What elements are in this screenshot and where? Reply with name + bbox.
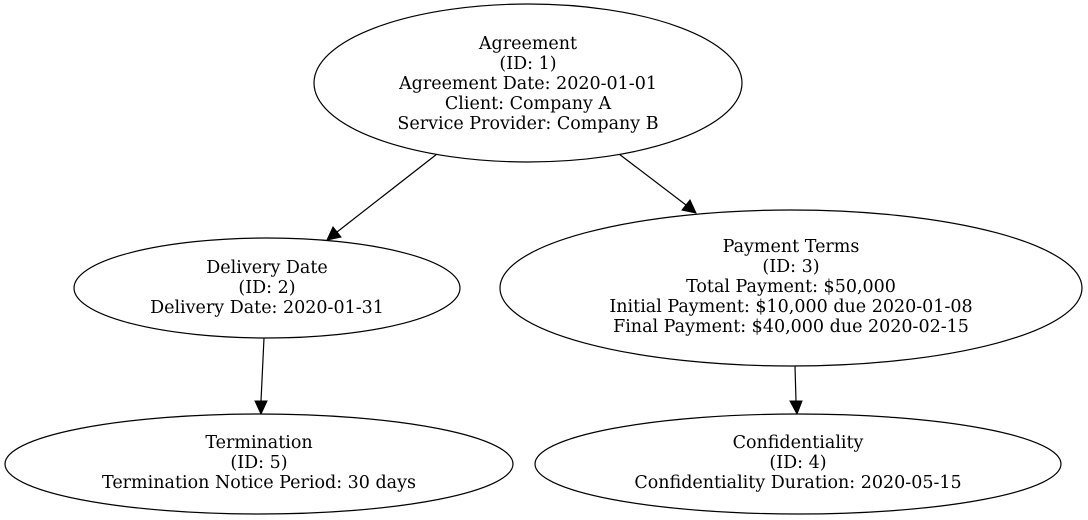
node-payment-terms-shape bbox=[499, 209, 1083, 367]
node-agreement-date: Agreement Date: 2020-01-01 bbox=[398, 74, 657, 94]
edges bbox=[254, 153, 803, 416]
edge-payment-terms-to-confidentiality bbox=[789, 365, 803, 416]
node-agreement-provider: Service Provider: Company B bbox=[397, 114, 658, 134]
node-confidentiality-shape bbox=[534, 413, 1062, 515]
node-payment-terms-initial: Initial Payment: $10,000 due 2020-01-08 bbox=[609, 297, 972, 317]
node-confidentiality: Confidentiality (ID: 4) Confidentiality … bbox=[534, 413, 1062, 515]
node-confidentiality-title: Confidentiality bbox=[733, 433, 864, 453]
node-delivery-date-id: (ID: 2) bbox=[238, 278, 295, 298]
node-payment-terms-id: (ID: 3) bbox=[762, 257, 819, 277]
node-payment-terms-final: Final Payment: $40,000 due 2020-02-15 bbox=[613, 317, 969, 337]
node-agreement: Agreement (ID: 1) Agreement Date: 2020-0… bbox=[313, 3, 743, 163]
node-confidentiality-duration: Confidentiality Duration: 2020-05-15 bbox=[634, 473, 961, 493]
node-termination-shape bbox=[4, 413, 514, 515]
node-delivery-date-value: Delivery Date: 2020-01-31 bbox=[150, 298, 384, 318]
node-confidentiality-id: (ID: 4) bbox=[769, 453, 826, 473]
node-termination: Termination (ID: 5) Termination Notice P… bbox=[4, 413, 514, 515]
node-agreement-id: (ID: 1) bbox=[499, 54, 556, 74]
node-payment-terms-total: Total Payment: $50,000 bbox=[686, 277, 896, 297]
node-termination-title: Termination bbox=[205, 433, 312, 453]
node-payment-terms: Payment Terms (ID: 3) Total Payment: $50… bbox=[499, 209, 1083, 367]
node-termination-id: (ID: 5) bbox=[230, 453, 287, 473]
node-delivery-date-title: Delivery Date bbox=[206, 258, 328, 278]
node-agreement-title: Agreement bbox=[478, 34, 577, 54]
edge-agreement-to-payment-terms bbox=[618, 153, 697, 214]
node-delivery-date: Delivery Date (ID: 2) Delivery Date: 202… bbox=[73, 237, 461, 339]
node-payment-terms-title: Payment Terms bbox=[723, 237, 860, 257]
edge-delivery-date-to-termination bbox=[254, 337, 268, 416]
node-delivery-date-shape bbox=[73, 237, 461, 339]
node-agreement-shape bbox=[313, 3, 743, 163]
edge-agreement-to-delivery-date bbox=[326, 153, 438, 241]
node-termination-notice: Termination Notice Period: 30 days bbox=[102, 473, 416, 493]
node-agreement-client: Client: Company A bbox=[445, 94, 612, 114]
